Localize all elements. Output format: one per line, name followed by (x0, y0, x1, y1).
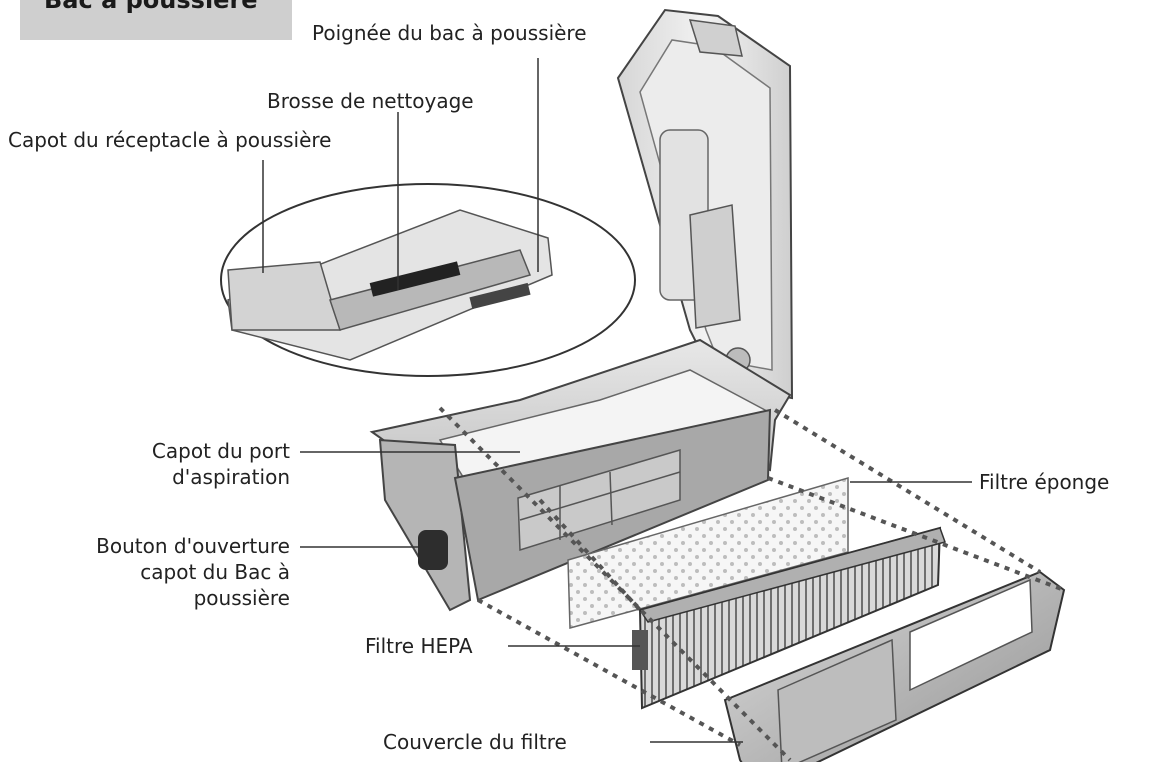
label-cover-open-button-line3: poussière (193, 586, 290, 610)
sponge-filter-part (567, 476, 849, 629)
label-hepa-filter: Filtre HEPA (365, 634, 473, 658)
hepa-filter-part (632, 526, 946, 710)
label-suction-port-cover: Capot du port d'aspiration (60, 438, 290, 490)
exploded-view-guides (438, 406, 1065, 762)
label-cover-open-button-line1: Bouton d'ouverture (96, 534, 290, 558)
label-cover-open-button-line2: capot du Bac à (140, 560, 290, 584)
leader-lines (262, 58, 972, 743)
label-dust-receptacle-cover: Capot du réceptacle à poussière (8, 128, 332, 152)
dust-bin-lid (616, 8, 794, 400)
section-title: Bac à poussière (44, 0, 258, 14)
label-sponge-filter: Filtre éponge (979, 470, 1110, 494)
dust-bin-body (369, 338, 792, 612)
label-cleaning-brush: Brosse de nettoyage (267, 89, 474, 113)
dust-receptacle-inset (220, 183, 636, 377)
filter-cover-part (723, 570, 1066, 762)
section-header: Bac à poussière (20, 0, 292, 40)
label-dust-bin-handle: Poignée du bac à poussière (312, 21, 587, 45)
label-suction-port-cover-line1: Capot du port (151, 439, 290, 463)
label-cover-open-button: Bouton d'ouverture capot du Bac à poussi… (20, 533, 290, 611)
label-filter-cover: Couvercle du filtre (383, 730, 567, 754)
label-suction-port-cover-line2: d'aspiration (172, 465, 290, 489)
